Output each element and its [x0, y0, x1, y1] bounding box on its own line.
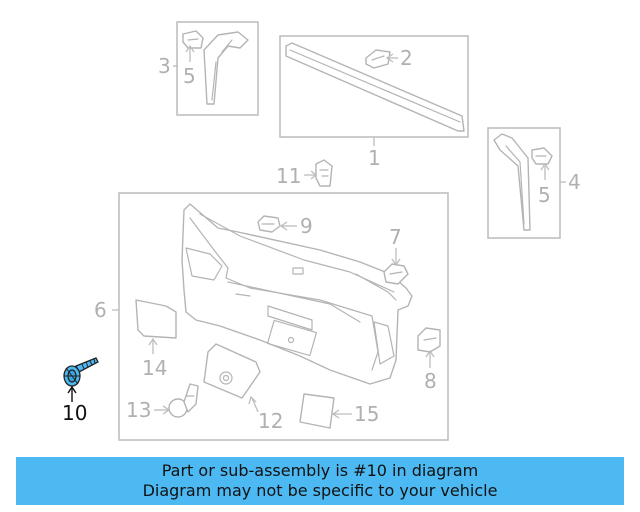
- part-11-clip[interactable]: [315, 159, 333, 187]
- callout-7: 7: [389, 225, 402, 249]
- callout-15: 15: [354, 402, 379, 426]
- callout-5-left: 5: [183, 64, 196, 88]
- group-box-4: [487, 127, 561, 239]
- callout-3: 3: [158, 54, 171, 78]
- callout-10: 10: [62, 401, 87, 425]
- part-8-bracket[interactable]: [417, 327, 441, 353]
- callout-6: 6: [94, 298, 107, 322]
- part-5-clip-right[interactable]: [531, 147, 553, 165]
- part-5-clip-left[interactable]: [182, 30, 204, 49]
- callout-12: 12: [258, 409, 283, 433]
- part-14-pad[interactable]: [135, 299, 177, 339]
- callout-5-right: 5: [538, 183, 551, 207]
- part-1-header-trim[interactable]: [285, 42, 465, 132]
- callout-13: 13: [126, 398, 151, 422]
- part-9-clip[interactable]: [257, 215, 281, 233]
- part-3-pillar-trim[interactable]: [203, 31, 249, 105]
- part-12-cover[interactable]: [203, 343, 261, 399]
- callout-4: 4: [568, 170, 581, 194]
- banner-line-1: Part or sub-assembly is #10 in diagram: [161, 461, 479, 480]
- part-2-clip[interactable]: [365, 49, 391, 69]
- callout-2: 2: [400, 46, 413, 70]
- part-7-clip[interactable]: [383, 263, 409, 285]
- group-box-6: [118, 192, 449, 441]
- leader-12: [251, 397, 259, 413]
- callout-1: 1: [368, 146, 381, 170]
- callout-8: 8: [424, 369, 437, 393]
- callout-9: 9: [300, 214, 313, 238]
- callout-11: 11: [276, 164, 301, 188]
- part-4-pillar-trim[interactable]: [493, 133, 531, 231]
- callout-14: 14: [142, 356, 167, 380]
- group-box-3: [176, 21, 259, 116]
- part-10-screw-highlighted[interactable]: [63, 357, 99, 387]
- info-banner: Part or sub-assembly is #10 in diagram D…: [16, 457, 624, 505]
- part-13-lamp[interactable]: [168, 383, 199, 418]
- part-15-pad[interactable]: [299, 393, 335, 429]
- part-6-liftgate-trim-panel[interactable]: [181, 203, 413, 385]
- banner-line-2: Diagram may not be specific to your vehi…: [142, 481, 498, 500]
